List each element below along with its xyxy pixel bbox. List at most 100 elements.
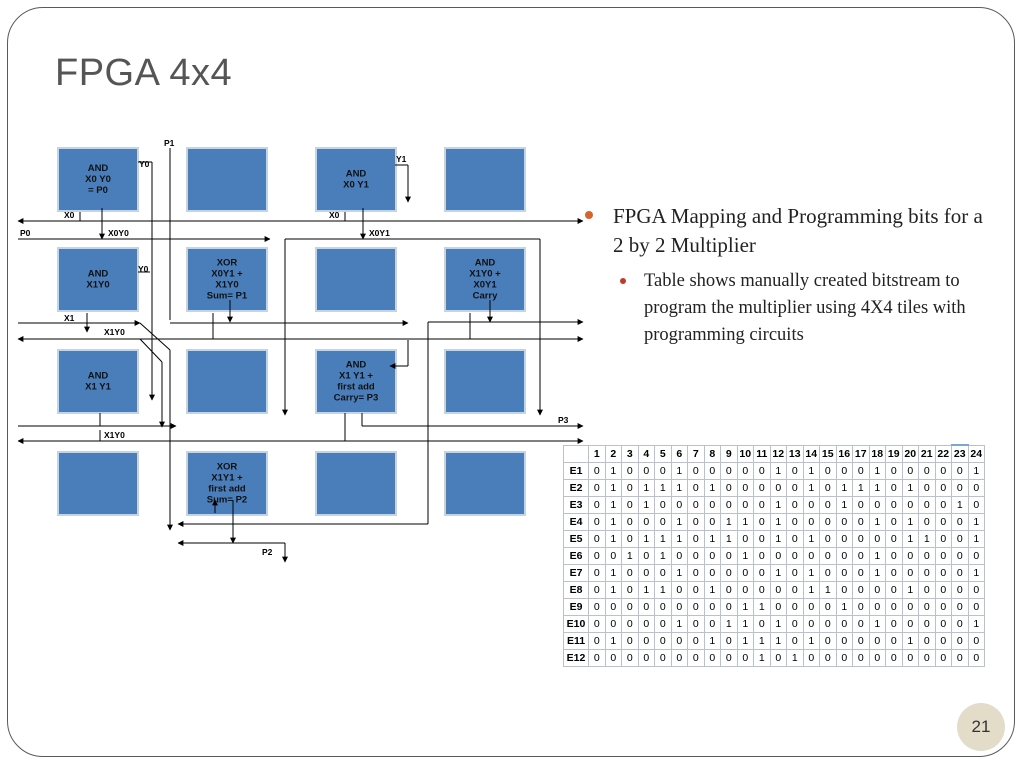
bit-cell: 0 bbox=[967, 649, 985, 667]
bit-cell: 0 bbox=[967, 496, 985, 514]
bullet-dot-icon bbox=[585, 211, 593, 219]
bit-cell: 0 bbox=[868, 530, 886, 548]
tile-label: XOR bbox=[217, 462, 238, 473]
bit-cell: 1 bbox=[736, 615, 754, 633]
column-header: 20 bbox=[901, 444, 919, 463]
bit-cell: 0 bbox=[885, 564, 903, 582]
bit-cell: 1 bbox=[868, 479, 886, 497]
bit-cell: 0 bbox=[819, 530, 837, 548]
bit-cell: 1 bbox=[753, 632, 771, 650]
bit-cell: 1 bbox=[802, 462, 820, 480]
column-header: 19 bbox=[885, 444, 903, 463]
label-y0-a: Y0 bbox=[139, 159, 150, 169]
bit-cell: 0 bbox=[753, 479, 771, 497]
bit-cell: 1 bbox=[967, 564, 985, 582]
bit-cell: 1 bbox=[802, 564, 820, 582]
bit-cell: 0 bbox=[802, 496, 820, 514]
bit-cell: 1 bbox=[835, 479, 853, 497]
bit-cell: 0 bbox=[588, 479, 606, 497]
bit-cell: 0 bbox=[852, 615, 870, 633]
bit-cell: 1 bbox=[637, 479, 655, 497]
fpga-tile bbox=[315, 451, 397, 516]
bit-cell: 0 bbox=[637, 615, 655, 633]
bit-cell: 0 bbox=[901, 598, 919, 616]
slide-title: FPGA 4x4 bbox=[55, 52, 233, 94]
row-label: E5 bbox=[563, 530, 589, 548]
bit-cell: 0 bbox=[588, 513, 606, 531]
bit-cell: 1 bbox=[720, 615, 738, 633]
tile-label: X1 Y1 bbox=[85, 382, 111, 393]
tile-label: AND bbox=[88, 163, 109, 174]
bit-cell: 0 bbox=[934, 479, 952, 497]
bit-cell: 1 bbox=[670, 615, 688, 633]
bit-cell: 0 bbox=[621, 581, 639, 599]
label-p1: P1 bbox=[164, 138, 175, 148]
bit-cell: 0 bbox=[951, 547, 969, 565]
column-header: 23 bbox=[951, 444, 969, 463]
fpga-tile bbox=[186, 349, 268, 414]
row-label: E11 bbox=[563, 632, 589, 650]
column-header: 18 bbox=[868, 444, 886, 463]
bit-cell: 1 bbox=[868, 564, 886, 582]
bit-cell: 1 bbox=[654, 479, 672, 497]
bit-cell: 1 bbox=[901, 530, 919, 548]
bit-cell: 0 bbox=[604, 649, 622, 667]
bit-cell: 1 bbox=[670, 564, 688, 582]
bit-cell: 0 bbox=[720, 598, 738, 616]
bit-cell: 1 bbox=[901, 632, 919, 650]
tile-box bbox=[57, 147, 139, 212]
bit-cell: 1 bbox=[637, 581, 655, 599]
bit-cell: 1 bbox=[753, 598, 771, 616]
bit-cell: 1 bbox=[852, 479, 870, 497]
bit-cell: 0 bbox=[769, 598, 787, 616]
bit-cell: 1 bbox=[868, 462, 886, 480]
wire-x1-diag bbox=[139, 322, 171, 351]
row-label: E9 bbox=[563, 598, 589, 616]
label-y1: Y1 bbox=[396, 154, 407, 164]
bit-cell: 1 bbox=[769, 530, 787, 548]
column-header: 14 bbox=[802, 444, 820, 463]
tile-box bbox=[315, 349, 397, 414]
bit-cell: 0 bbox=[769, 649, 787, 667]
label-x0y0: X0Y0 bbox=[108, 228, 129, 238]
tile-box bbox=[444, 349, 526, 414]
bit-cell: 1 bbox=[802, 479, 820, 497]
bit-cell: 0 bbox=[934, 462, 952, 480]
label-p2: P2 bbox=[262, 547, 273, 557]
bit-cell: 1 bbox=[802, 581, 820, 599]
bit-cell: 0 bbox=[637, 513, 655, 531]
bit-cell: 0 bbox=[621, 598, 639, 616]
bit-cell: 0 bbox=[637, 598, 655, 616]
bit-cell: 1 bbox=[835, 598, 853, 616]
column-header: 7 bbox=[687, 444, 705, 463]
bit-cell: 0 bbox=[802, 615, 820, 633]
bit-cell: 0 bbox=[703, 462, 721, 480]
column-header: 24 bbox=[967, 444, 985, 463]
bit-cell: 0 bbox=[753, 547, 771, 565]
bit-cell: 0 bbox=[835, 530, 853, 548]
label-x0y1: X0Y1 bbox=[369, 228, 390, 238]
bit-cell: 0 bbox=[934, 632, 952, 650]
bit-cell: 0 bbox=[604, 547, 622, 565]
bit-cell: 0 bbox=[654, 513, 672, 531]
bit-cell: 1 bbox=[753, 649, 771, 667]
fpga-tile bbox=[444, 451, 526, 516]
column-header: 11 bbox=[753, 444, 771, 463]
bit-cell: 0 bbox=[588, 564, 606, 582]
tile-box bbox=[444, 247, 526, 312]
bit-cell: 0 bbox=[670, 598, 688, 616]
bit-cell: 0 bbox=[885, 462, 903, 480]
bit-cell: 1 bbox=[637, 530, 655, 548]
bit-cell: 0 bbox=[802, 649, 820, 667]
tile-box bbox=[315, 147, 397, 212]
tile-label: XOR bbox=[217, 258, 238, 269]
bit-cell: 0 bbox=[967, 547, 985, 565]
bit-cell: 1 bbox=[868, 547, 886, 565]
bit-cell: 0 bbox=[835, 513, 853, 531]
row-label: E1 bbox=[563, 462, 589, 480]
bit-cell: 0 bbox=[720, 479, 738, 497]
bit-cell: 0 bbox=[967, 479, 985, 497]
